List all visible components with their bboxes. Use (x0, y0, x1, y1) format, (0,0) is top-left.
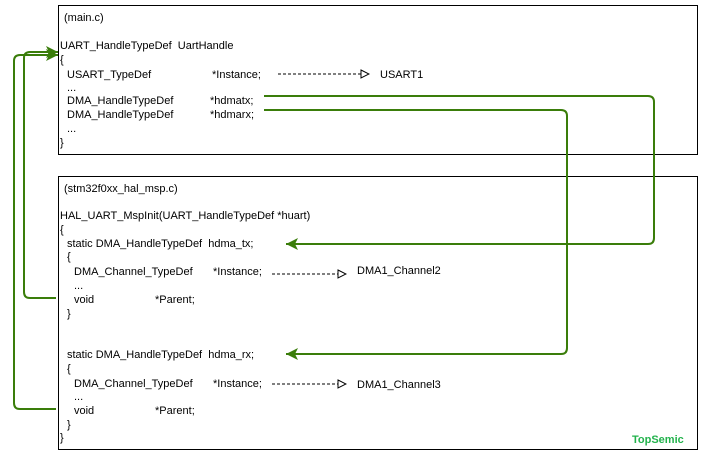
main-ellipsis-2: ... (67, 123, 77, 135)
hdmatx-to-hdma-tx-arrow (264, 95, 655, 250)
main-c-box (58, 5, 698, 155)
hdma-tx-open-brace: { (67, 251, 71, 263)
main-open-brace: { (60, 54, 64, 66)
tx-parent-to-uart-handle-arrow (23, 46, 58, 299)
usart-instance-type: USART_TypeDef (67, 69, 152, 81)
hdmatx-type: DMA_HandleTypeDef (67, 95, 174, 107)
dma1-channel3-target: DMA1_Channel3 (357, 379, 441, 391)
hdma-tx-declaration: static DMA_HandleTypeDef hdma_tx; (67, 238, 254, 250)
tx-parent-field: *Parent; (155, 294, 195, 306)
hdma-tx-close-brace: } (67, 308, 71, 320)
hdmatx-field: *hdmatx; (210, 95, 254, 107)
main-close-brace: } (60, 137, 64, 149)
tx-instance-type: DMA_Channel_TypeDef (74, 266, 193, 278)
usart-instance-field: *Instance; (212, 69, 261, 81)
hdmarx-type: DMA_HandleTypeDef (67, 109, 174, 121)
hdma-rx-declaration: static DMA_HandleTypeDef hdma_rx; (67, 349, 255, 361)
hdma-rx-close-brace: } (67, 419, 71, 431)
hdmarx-to-hdma-rx-arrow (264, 109, 568, 360)
hdma-rx-open-brace: { (67, 363, 71, 375)
msp-c-box (58, 176, 698, 450)
rx-instance-type: DMA_Channel_TypeDef (74, 378, 193, 390)
topsemic-watermark: TopSemic (632, 434, 684, 446)
msp-close-brace: } (60, 432, 64, 444)
msp-open-brace: { (60, 224, 64, 236)
main-filename: (main.c) (64, 12, 104, 24)
tx-parent-type: void (74, 294, 95, 306)
usart1-target: USART1 (380, 69, 424, 81)
main-ellipsis-1: ... (67, 82, 77, 94)
msp-filename: (stm32f0xx_hal_msp.c) (64, 183, 178, 195)
rx-ellipsis: ... (74, 391, 84, 403)
rx-parent-to-uart-handle-arrow (13, 49, 58, 410)
tx-ellipsis: ... (74, 280, 84, 292)
msp-init-function: HAL_UART_MspInit(UART_HandleTypeDef *hua… (60, 210, 311, 222)
dma1-channel2-target: DMA1_Channel2 (357, 265, 441, 277)
hdmarx-field: *hdmarx; (210, 109, 255, 121)
uart-handle-declaration: UART_HandleTypeDef UartHandle (60, 40, 234, 52)
rx-parent-type: void (74, 405, 95, 417)
rx-instance-field: *Instance; (213, 378, 262, 390)
rx-parent-field: *Parent; (155, 405, 195, 417)
tx-instance-field: *Instance; (213, 266, 262, 278)
